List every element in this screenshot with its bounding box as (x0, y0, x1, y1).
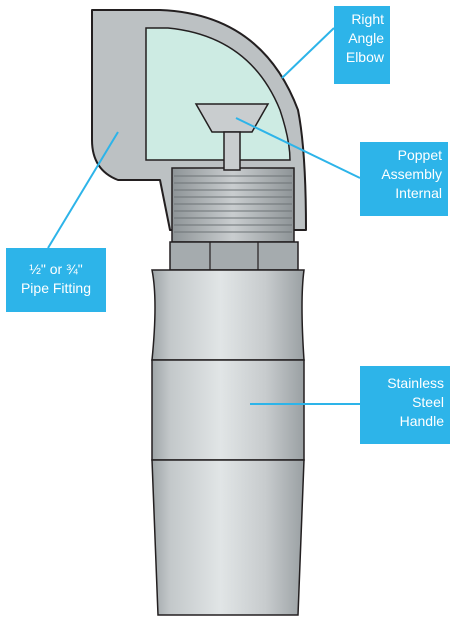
callout-handle-line-3: Handle (399, 413, 444, 429)
callout-poppet-line-3: Internal (395, 185, 442, 201)
handle-upper (151, 269, 305, 361)
callout-handle-line-2: Steel (412, 394, 444, 410)
callout-poppet-assembly: Poppet Assembly Internal (360, 142, 448, 216)
callout-fitting-line-2: Pipe Fitting (20, 280, 92, 296)
callout-elbow-line-1: Right (351, 11, 384, 27)
leader-lines (47, 27, 361, 405)
leader-elbow (281, 27, 335, 79)
hex-nut (169, 241, 299, 271)
leader-poppet (235, 117, 361, 179)
leader-fitting (47, 131, 119, 249)
thread-lines (174, 175, 292, 233)
callout-fitting-line-1: ½" or ¾" (29, 261, 83, 277)
callout-handle-line-1: Stainless (387, 375, 444, 391)
callout-elbow-line-2: Angle (348, 30, 384, 46)
callout-pipe-fitting: ½" or ¾" Pipe Fitting (6, 248, 106, 312)
callout-stainless-steel-handle: Stainless Steel Handle (360, 366, 450, 444)
callout-elbow-line-3: Elbow (345, 49, 384, 65)
elbow-chamber (145, 27, 291, 161)
callout-poppet-line-2: Assembly (381, 166, 442, 182)
thread-section (171, 167, 295, 243)
poppet-stem (223, 131, 241, 171)
callout-right-angle-elbow: Right Angle Elbow (334, 6, 390, 84)
callout-poppet-line-1: Poppet (397, 147, 442, 163)
handle-lower (151, 459, 305, 616)
handle-middle (151, 359, 305, 461)
